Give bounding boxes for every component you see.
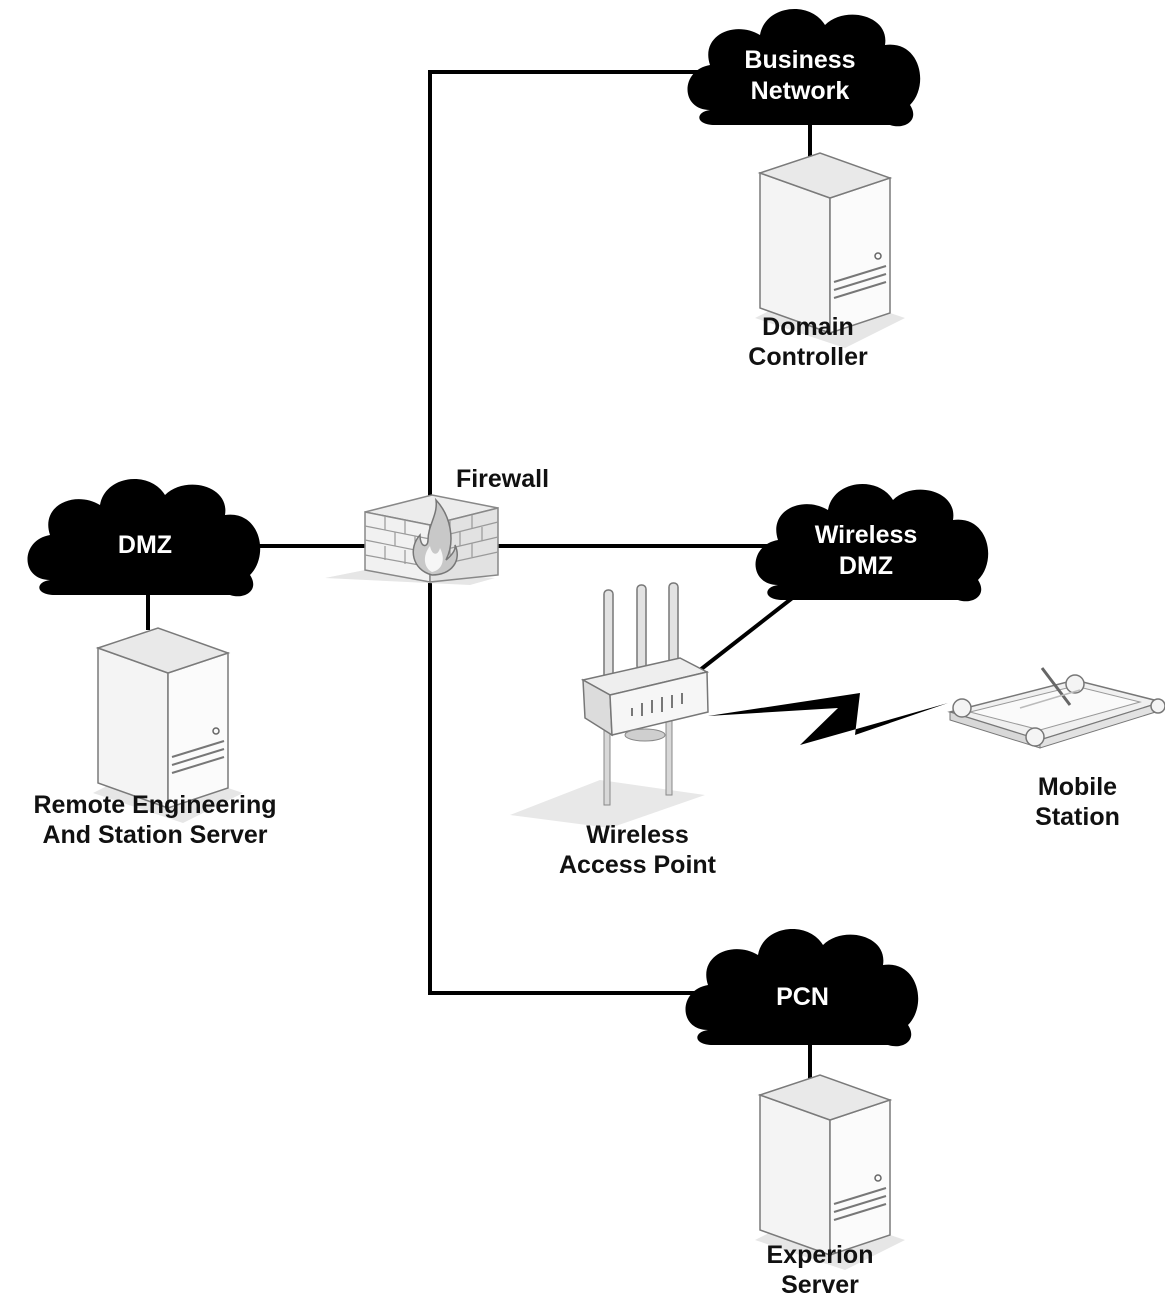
line-firewall-pcn: [428, 575, 715, 995]
domain-controller-label: Domain Controller: [748, 313, 868, 371]
line-wireless-dmz-ap: [698, 590, 802, 672]
experion-server-label: Experion Server: [766, 1241, 874, 1299]
wireless-ap-label: Wireless Access Point: [558, 821, 716, 879]
mobile-station-label: Mobile Station: [1035, 773, 1120, 831]
dmz-label: DMZ: [117, 531, 173, 559]
access-point-icon: [510, 582, 710, 828]
business-network-label: Business Network: [744, 46, 856, 105]
wireless-link-icon: [708, 693, 948, 745]
wireless-dmz-label: Wireless DMZ: [814, 521, 918, 580]
pcn-label: PCN: [776, 983, 829, 1011]
remote-server-label: Remote Engineering And Station Server: [33, 791, 277, 849]
mobile-station-icon: [947, 667, 1165, 749]
firewall-label: Firewall: [455, 465, 550, 493]
line-firewall-business: [428, 70, 715, 515]
firewall-icon: [325, 494, 499, 585]
